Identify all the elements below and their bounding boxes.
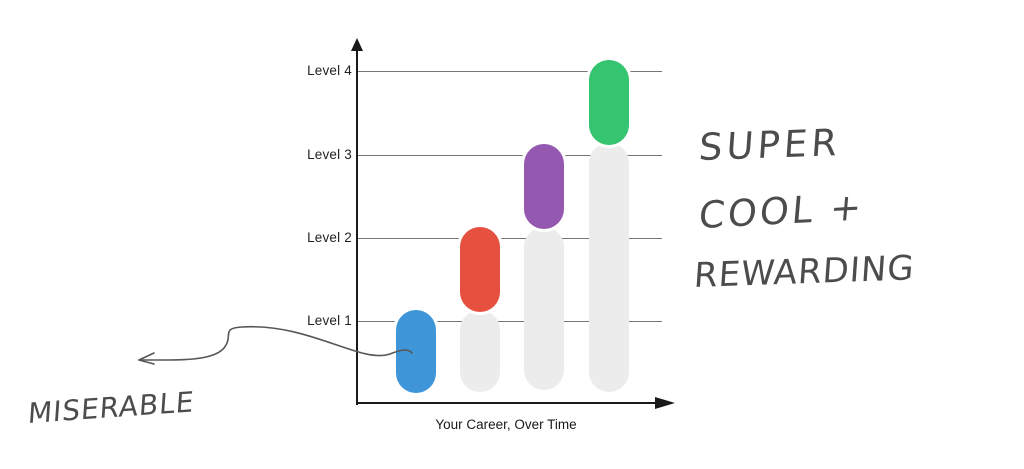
annotation-cool: COOL + — [697, 185, 867, 238]
bar-1-segment-level-1 — [396, 310, 436, 393]
x-axis-arrow-icon — [655, 396, 675, 409]
x-axis-title: Your Career, Over Time — [435, 417, 577, 432]
y-axis-arrow-icon — [351, 38, 363, 51]
gridline-level-4 — [358, 70, 662, 73]
bar-2-track — [460, 310, 500, 392]
annotation-super: SUPER — [697, 120, 843, 170]
gridline-level-1 — [358, 320, 662, 323]
x-axis-line — [356, 402, 658, 405]
gridline-level-2 — [358, 237, 662, 240]
gridline-level-3 — [358, 154, 662, 157]
y-tick-label-level-2: Level 2 — [307, 230, 352, 245]
bar-3-track — [524, 227, 564, 390]
annotation-miserable: MISERABLE — [26, 385, 196, 431]
y-tick-label-level-3: Level 3 — [307, 147, 352, 162]
bar-2-segment-level-2 — [460, 227, 500, 312]
bar-4-segment-level-4 — [589, 60, 629, 145]
annotation-rewarding: REWARDING — [692, 248, 917, 297]
y-axis-line — [356, 49, 359, 405]
hand-drawn-arrow-icon — [138, 326, 413, 365]
y-tick-label-level-4: Level 4 — [307, 63, 352, 78]
y-tick-label-level-1: Level 1 — [307, 313, 352, 328]
bar-4-track — [589, 143, 629, 392]
bar-3-segment-level-3 — [524, 144, 564, 229]
